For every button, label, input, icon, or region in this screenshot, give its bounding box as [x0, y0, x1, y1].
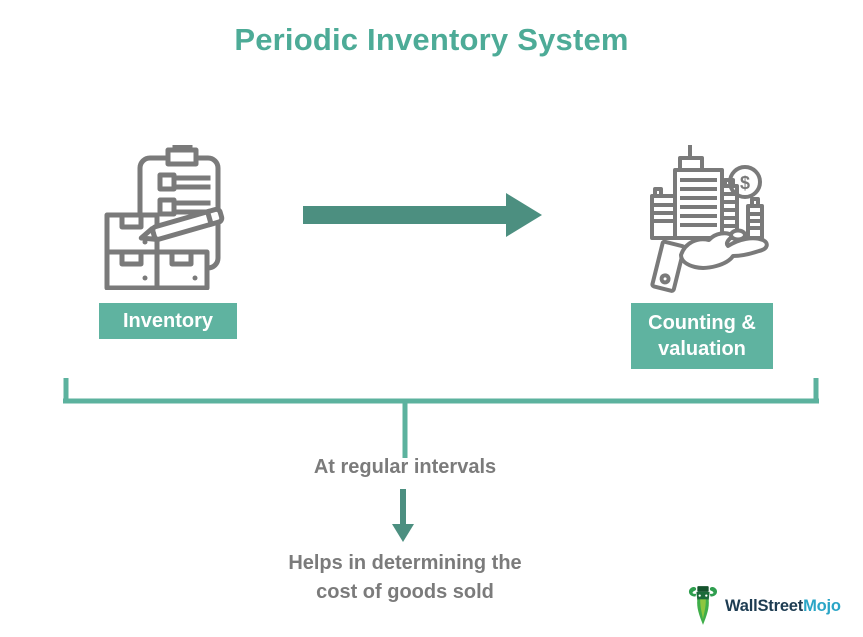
- counting-valuation-label: Counting & valuation: [631, 303, 773, 369]
- result-label: Helps in determining the cost of goods s…: [245, 549, 565, 607]
- inventory-icon: [104, 145, 225, 290]
- down-arrow-icon: [392, 489, 414, 542]
- hand-shape: [650, 228, 769, 293]
- bull-logo-icon: [688, 586, 718, 625]
- brand-name-mojo: Mojo: [803, 596, 841, 615]
- pen-shape: [138, 206, 225, 242]
- dollar-coin-shape: $: [728, 165, 762, 199]
- page-title: Periodic Inventory System: [234, 22, 629, 57]
- brand-name: WallStreetMojo: [725, 597, 841, 616]
- result-line1: Helps in determining the: [288, 552, 522, 574]
- brand-name-wallstreet: WallStreet: [725, 596, 804, 615]
- counting-valuation-icon: $: [650, 145, 769, 293]
- brand-logo: WallStreetMojo: [686, 585, 841, 627]
- checklist-lines: [157, 172, 211, 217]
- inventory-label: Inventory: [99, 303, 237, 339]
- bracket-connector: [63, 378, 819, 458]
- boxes-shape: [104, 212, 210, 290]
- right-arrow-icon: [303, 193, 542, 237]
- dollar-sign: $: [740, 173, 750, 193]
- interval-label: At regular intervals: [313, 456, 497, 478]
- result-line2: cost of goods sold: [316, 581, 494, 603]
